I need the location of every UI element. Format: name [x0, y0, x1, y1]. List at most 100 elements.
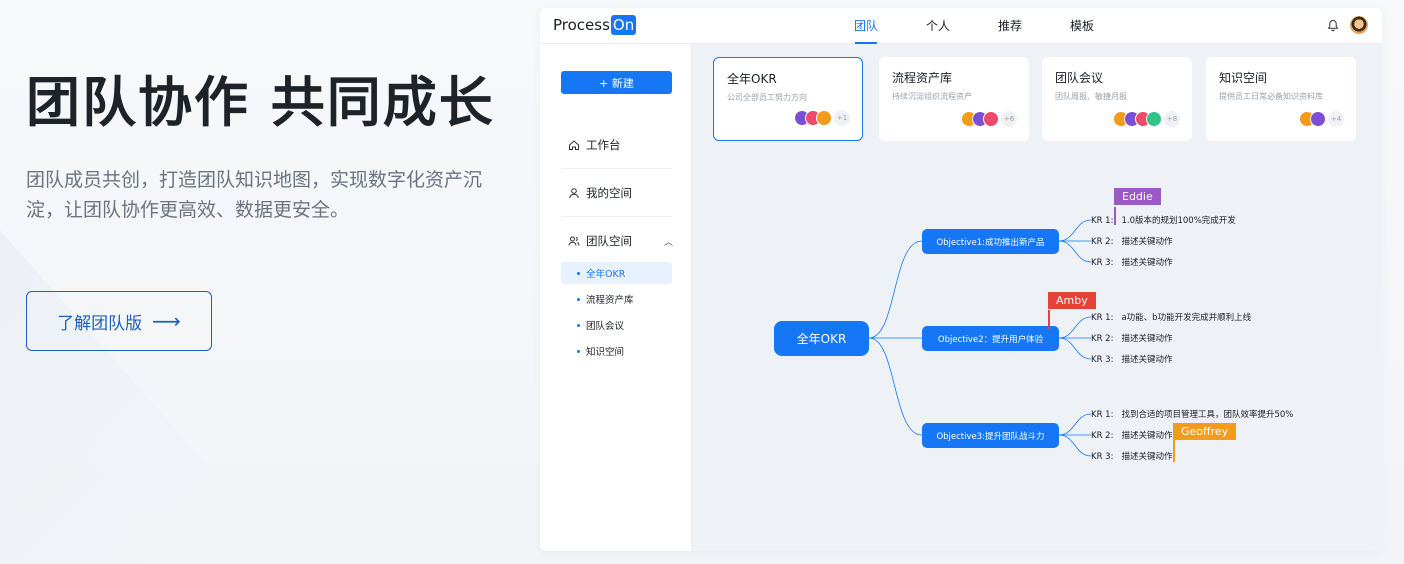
- subitem-label: 团队会议: [586, 321, 625, 332]
- space-card-team-meeting[interactable]: 团队会议 团队周报、敏捷月报 +8: [1042, 57, 1192, 141]
- kr-key: KR 3:: [1091, 355, 1114, 365]
- space-card-knowledge-space[interactable]: 知识空间 提供员工日常必备知识资料库 +4: [1206, 57, 1356, 141]
- more-members-badge: +6: [1001, 111, 1017, 127]
- cursor-line-geoffrey: [1173, 438, 1175, 462]
- avatar: [983, 111, 999, 127]
- card-title: 团队会议: [1055, 71, 1104, 85]
- chevron-up-icon[interactable]: ︿: [664, 237, 674, 248]
- key-result[interactable]: KR 3: 描述关键动作: [1091, 450, 1172, 462]
- more-members-badge: +1: [834, 110, 850, 126]
- okr-mindmap: 全年OKR Objective1:成功推出新产品 Objective2：提升用户…: [692, 158, 1382, 551]
- top-nav: 团队 个人 推荐 模板: [830, 8, 1118, 44]
- team-icon: [568, 236, 580, 246]
- mindmap-connectors: [868, 219, 1092, 457]
- objective-node[interactable]: Objective1:成功推出新产品: [922, 229, 1059, 254]
- key-result[interactable]: KR 1: 1.0版本的规划100%完成开发: [1091, 214, 1236, 226]
- member-avatars: +6: [961, 111, 1017, 127]
- learn-team-edition-button[interactable]: 了解团队版 ⟶: [26, 291, 212, 351]
- hero-button-label: 了解团队版: [57, 313, 143, 334]
- bullet-dot: [577, 271, 580, 275]
- kr-key: KR 2:: [1091, 334, 1114, 344]
- divider: [561, 216, 672, 217]
- card-title: 知识空间: [1219, 71, 1268, 85]
- subitem-label: 全年OKR: [586, 269, 626, 280]
- card-subtitle: 公司全部员工努力方向: [727, 93, 807, 102]
- nav-tab-recommend[interactable]: 推荐: [997, 19, 1022, 33]
- kr-text: 描述关键动作: [1121, 258, 1173, 268]
- kr-text: 描述关键动作: [1121, 452, 1173, 462]
- kr-text: 1.0版本的规划100%完成开发: [1121, 216, 1236, 226]
- kr-text: 找到合适的项目管理工具，团队效率提升50%: [1121, 410, 1294, 420]
- cursor-line-eddie: [1114, 207, 1116, 225]
- member-avatars: +1: [794, 110, 850, 126]
- mindmap-root-node[interactable]: 全年OKR: [774, 321, 869, 356]
- subitem-label: 流程资产库: [586, 295, 634, 306]
- kr-text: 描述关键动作: [1121, 334, 1173, 344]
- new-button[interactable]: + 新建: [561, 71, 672, 94]
- sidebar-item-workbench[interactable]: 工作台: [568, 137, 621, 153]
- bullet-dot: [577, 297, 580, 301]
- sidebar-item-label: 团队空间: [586, 234, 632, 248]
- kr-text: 描述关键动作: [1121, 355, 1173, 365]
- sidebar-item-team-space[interactable]: 团队空间 ︿: [568, 233, 673, 249]
- arrow-right-icon: ⟶: [152, 309, 181, 333]
- user-icon: [569, 188, 579, 199]
- logo-badge: On: [610, 15, 637, 35]
- sidebar-subitem-okr[interactable]: 全年OKR: [561, 262, 672, 284]
- home-icon: [569, 140, 579, 150]
- avatar: [816, 110, 832, 126]
- member-avatars: +8: [1113, 111, 1180, 127]
- sidebar-item-label: 工作台: [586, 138, 621, 152]
- kr-key: KR 2:: [1091, 237, 1114, 247]
- sidebar: + 新建 工作台 我的空间 团队空间 ︿ 全年OKR 流程资产库 团队会议: [540, 44, 692, 551]
- nav-tab-templates[interactable]: 模板: [1069, 19, 1094, 33]
- key-result[interactable]: KR 3: 描述关键动作: [1091, 353, 1172, 365]
- space-card-okr[interactable]: 全年OKR 公司全部员工努力方向 +1: [713, 57, 863, 141]
- background-shape: [0, 230, 300, 564]
- kr-key: KR 1:: [1091, 216, 1114, 226]
- kr-text: 描述关键动作: [1121, 431, 1173, 441]
- more-members-badge: +4: [1328, 111, 1344, 127]
- sidebar-item-my-space[interactable]: 我的空间: [568, 185, 632, 201]
- subitem-label: 知识空间: [586, 347, 625, 358]
- card-subtitle: 提供员工日常必备知识资料库: [1219, 92, 1323, 101]
- bullet-dot: [577, 323, 580, 327]
- card-subtitle: 持续沉淀组织流程资产: [892, 92, 972, 101]
- kr-key: KR 2:: [1091, 431, 1114, 441]
- collaborator-tag-geoffrey: Geoffrey: [1173, 423, 1237, 440]
- avatar: [1146, 111, 1162, 127]
- divider: [561, 168, 672, 169]
- kr-key: KR 1:: [1091, 410, 1114, 420]
- sidebar-subitem-knowledge-space[interactable]: 知识空间: [561, 340, 672, 362]
- key-result[interactable]: KR 2: 描述关键动作: [1091, 429, 1172, 441]
- sidebar-subitem-process-library[interactable]: 流程资产库: [561, 288, 672, 310]
- member-avatars: +4: [1299, 111, 1344, 127]
- hero-title: 团队协作 共同成长: [26, 71, 495, 134]
- key-result[interactable]: KR 3: 描述关键动作: [1091, 256, 1172, 268]
- card-title: 全年OKR: [727, 72, 777, 86]
- avatar: [1310, 111, 1326, 127]
- key-result[interactable]: KR 1: a功能、b功能开发完成并顺利上线: [1091, 311, 1251, 323]
- space-card-process-library[interactable]: 流程资产库 持续沉淀组织流程资产 +6: [879, 57, 1029, 141]
- user-avatar[interactable]: [1350, 16, 1368, 34]
- nav-tab-team[interactable]: 团队: [830, 8, 902, 44]
- key-result[interactable]: KR 2: 描述关键动作: [1091, 332, 1172, 344]
- bell-icon[interactable]: [1327, 19, 1339, 32]
- kr-text: a功能、b功能开发完成并顺利上线: [1121, 313, 1252, 323]
- key-result[interactable]: KR 1: 找到合适的项目管理工具，团队效率提升50%: [1091, 408, 1293, 420]
- key-result[interactable]: KR 2:描述关键动作: [1091, 235, 1172, 247]
- sidebar-item-label: 我的空间: [586, 186, 632, 200]
- sidebar-subitem-team-meeting[interactable]: 团队会议: [561, 314, 672, 336]
- card-subtitle: 团队周报、敏捷月报: [1055, 92, 1127, 101]
- kr-key: KR 3:: [1091, 452, 1114, 462]
- kr-key: KR 1:: [1091, 313, 1114, 323]
- nav-tab-personal[interactable]: 个人: [925, 19, 950, 33]
- more-members-badge: +8: [1164, 111, 1180, 127]
- card-title: 流程资产库: [892, 71, 953, 85]
- objective-node[interactable]: Objective3:提升团队战斗力: [922, 423, 1059, 448]
- kr-key: KR 3:: [1091, 258, 1114, 268]
- objective-node[interactable]: Objective2：提升用户体验: [922, 326, 1059, 351]
